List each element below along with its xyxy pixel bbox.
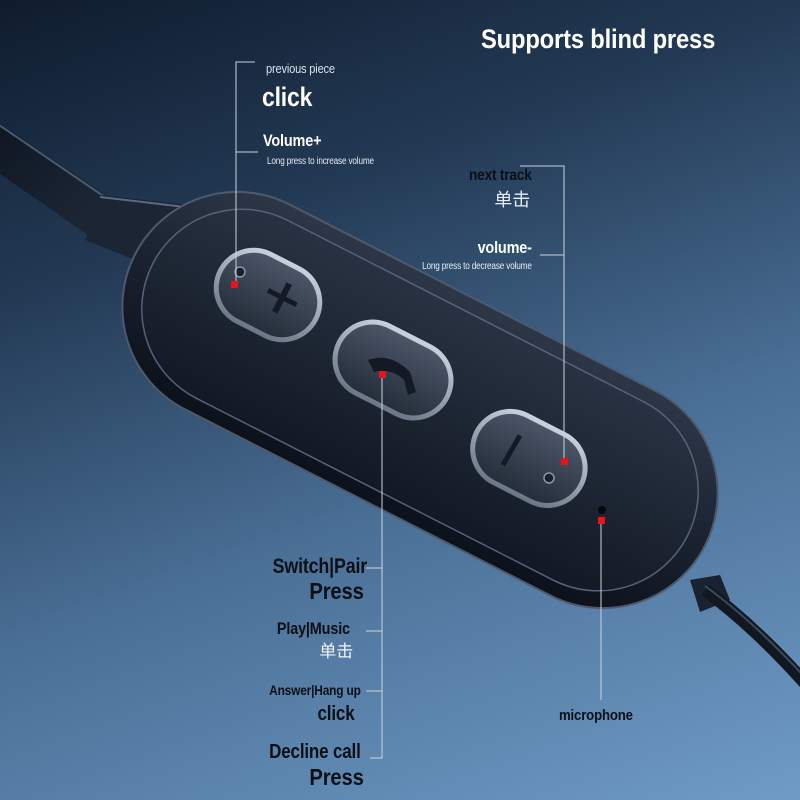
answer-hang-up-label: Answer|Hang up bbox=[269, 682, 361, 698]
lower-cable bbox=[690, 575, 800, 688]
volume-plus-description: Long press to increase volume bbox=[267, 156, 374, 167]
switch-pair-label: Switch|Pair bbox=[272, 555, 368, 578]
switch-pair-action: Press bbox=[309, 578, 364, 604]
answer-hang-up-action: click bbox=[317, 703, 354, 725]
play-music-action: 单击 bbox=[319, 642, 353, 661]
microphone-hole-icon bbox=[598, 506, 606, 514]
callout-lines bbox=[235, 61, 602, 759]
microphone-label: microphone bbox=[559, 707, 633, 724]
decline-call-label: Decline call bbox=[269, 741, 361, 763]
callout-marker-icon bbox=[231, 281, 605, 524]
previous-piece-action: click bbox=[262, 82, 313, 112]
play-music-label: Play|Music bbox=[276, 619, 350, 638]
volume-plus-label: Volume+ bbox=[263, 131, 322, 150]
next-track-action: 单击 bbox=[494, 190, 530, 210]
minus-icon bbox=[500, 434, 523, 467]
plus-icon bbox=[266, 282, 298, 314]
decline-call-action: Press bbox=[309, 764, 364, 790]
phone-icon bbox=[368, 357, 416, 395]
indicator-led-icon bbox=[543, 472, 555, 484]
previous-piece-label: previous piece bbox=[266, 61, 335, 76]
volume-minus-description: Long press to decrease volume bbox=[422, 261, 532, 272]
next-track-label: next track bbox=[469, 167, 532, 184]
page-title: Supports blind press bbox=[481, 24, 716, 54]
indicator-led-icon bbox=[234, 266, 246, 278]
volume-minus-label: volume- bbox=[477, 238, 532, 257]
volume-minus-button-shape[interactable] bbox=[456, 395, 601, 522]
